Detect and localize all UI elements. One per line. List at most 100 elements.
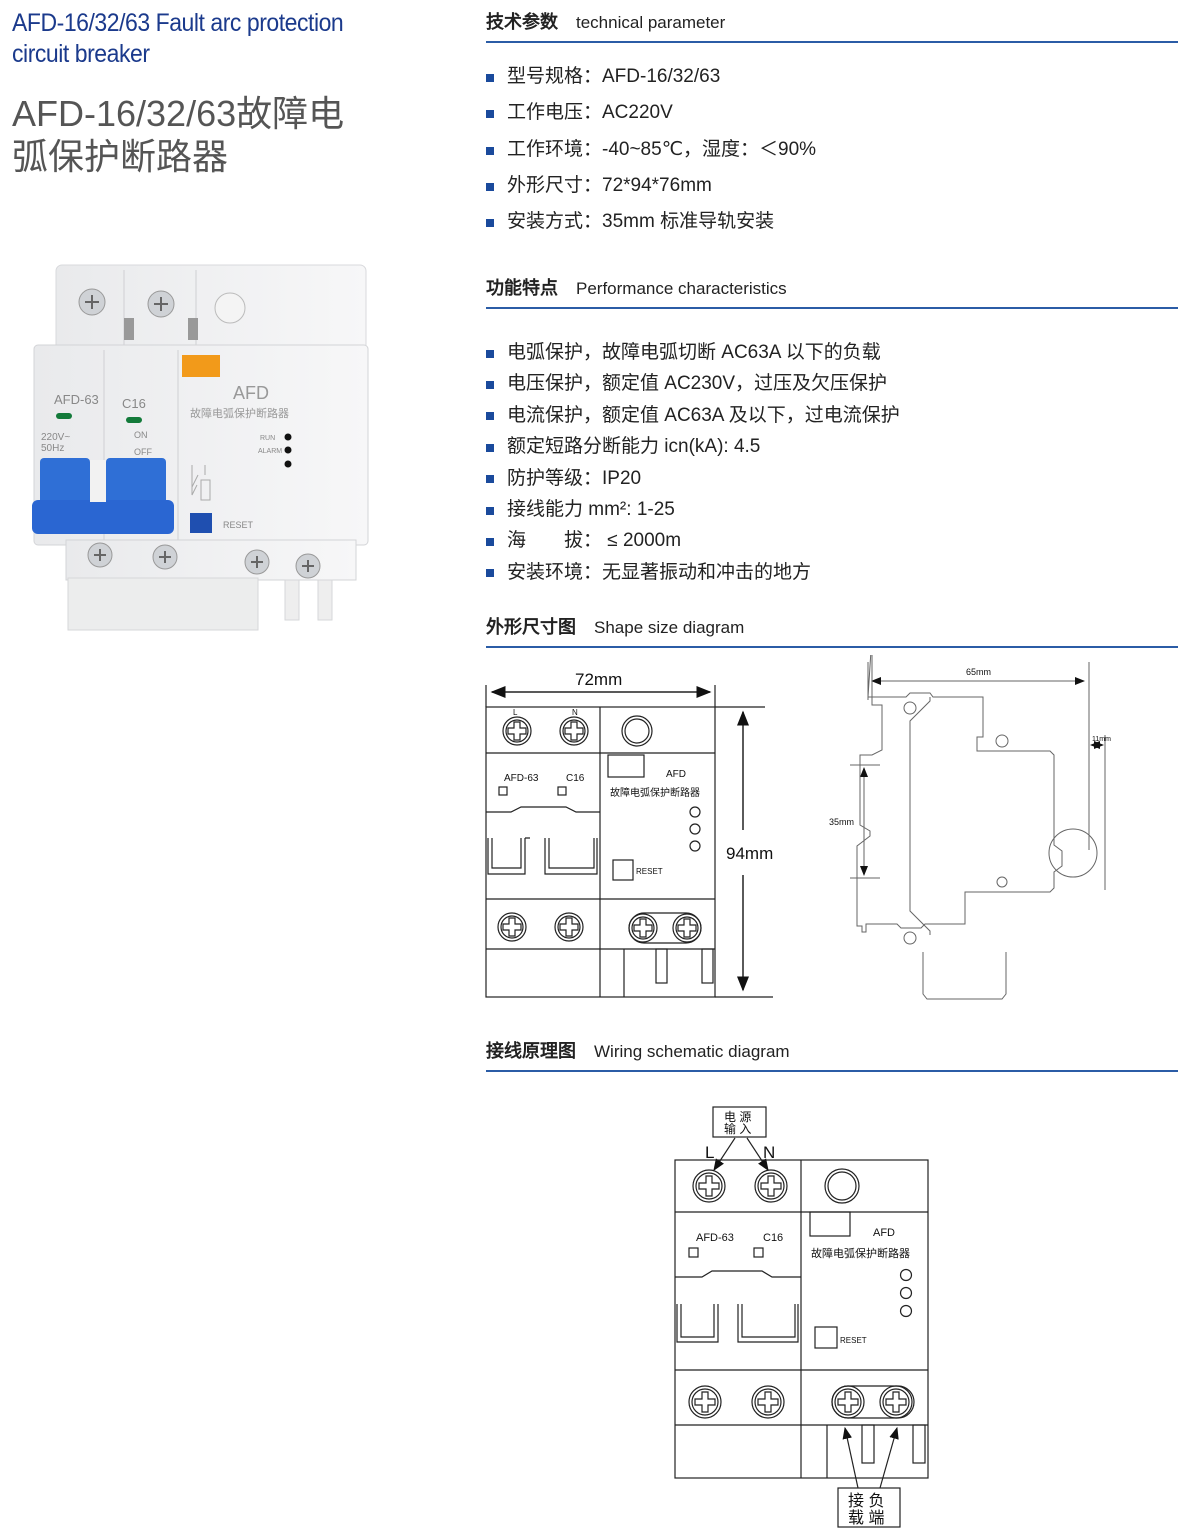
heading-cn: 外形尺寸图 bbox=[486, 617, 576, 637]
item-text: 安装方式：35mm 标准导轨安装 bbox=[507, 211, 775, 233]
list-item: 额定短路分断能力 icn(kA): 4.5 bbox=[486, 431, 900, 462]
bullet-icon bbox=[486, 381, 494, 390]
list-item: 海 拔： ≤ 2000m bbox=[486, 525, 900, 556]
screw-icon bbox=[78, 288, 106, 316]
item-text: 型号规格：AFD-16/32/63 bbox=[507, 66, 721, 87]
item-text: 安装环境：无显著振动和冲击的地方 bbox=[507, 561, 812, 583]
screw-icon bbox=[879, 1385, 913, 1419]
english-title-line-1: AFD-16/32/63 Fault arc protection bbox=[12, 9, 344, 37]
power-input-label-2: 输 入 bbox=[724, 1121, 751, 1136]
item-text: 工作环境：-40~85℃，湿度：＜90% bbox=[507, 138, 817, 160]
heading-cn: 接线原理图 bbox=[486, 1041, 576, 1061]
photo-freq: 50Hz bbox=[41, 443, 64, 454]
list-item: 电流保护，额定值 AC63A 及以下，过电流保护 bbox=[486, 400, 900, 431]
list-item: 工作电压：AC220V bbox=[486, 95, 816, 131]
heading-cn: 技术参数 bbox=[486, 12, 558, 32]
screw-icon bbox=[831, 1385, 865, 1419]
item-text: 电压保护，额定值 AC230V，过压及欠压保护 bbox=[507, 373, 888, 395]
wiring-schematic-diagram: 电 源 输 入 L N AFD-63 C16 AFD 故障电弧保护断路器 RES… bbox=[674, 1106, 929, 1528]
bullet-icon bbox=[486, 146, 494, 155]
list-item: 工作环境：-40~85℃，湿度：＜90% bbox=[486, 132, 816, 168]
item-text: 电流保护，额定值 AC63A 及以下，过电流保护 bbox=[507, 404, 900, 426]
bullet-icon bbox=[486, 538, 494, 547]
list-item: 电弧保护，故障电弧切断 AC63A 以下的负载 bbox=[486, 337, 900, 368]
line-l-label: L bbox=[705, 1143, 714, 1162]
bullet-icon bbox=[486, 443, 494, 452]
model-label: AFD-63 bbox=[696, 1232, 734, 1244]
photo-model-label: AFD-63 bbox=[54, 392, 99, 407]
screw-icon bbox=[152, 544, 178, 570]
indicator-icon bbox=[56, 413, 72, 419]
bullet-icon bbox=[486, 506, 494, 515]
item-text: 外形尺寸：72*94*76mm bbox=[507, 174, 712, 196]
rail-dimension-label: 35mm bbox=[829, 817, 854, 827]
screw-icon bbox=[554, 912, 584, 942]
english-title: AFD-16/32/63 Fault arc protection circui… bbox=[12, 8, 371, 70]
section-heading-performance: 功能特点 Performance characteristics bbox=[486, 274, 1178, 309]
bullet-icon bbox=[486, 349, 494, 358]
section-heading-shape: 外形尺寸图 Shape size diagram bbox=[486, 613, 1178, 648]
item-text: 防护等级：IP20 bbox=[507, 467, 642, 489]
item-text: 额定短路分断能力 icn(kA): 4.5 bbox=[507, 436, 761, 458]
screw-icon bbox=[559, 716, 589, 746]
list-item: 型号规格：AFD-16/32/63 bbox=[486, 59, 816, 95]
screw-icon bbox=[497, 912, 527, 942]
product-name-label: 故障电弧保护断路器 bbox=[610, 786, 700, 799]
photo-alarm: ALARM bbox=[258, 448, 282, 455]
terminal-l-label: L bbox=[513, 708, 518, 717]
tech-param-list: 型号规格：AFD-16/32/63 工作电压：AC220V 工作环境：-40~8… bbox=[486, 59, 816, 240]
screw-icon bbox=[87, 542, 113, 568]
bullet-icon bbox=[486, 569, 494, 578]
item-text: 海 拔： ≤ 2000m bbox=[507, 530, 682, 552]
screw-icon bbox=[502, 716, 532, 746]
neutral-n-label: N bbox=[763, 1143, 775, 1162]
list-item: 安装环境：无显著振动和冲击的地方 bbox=[486, 557, 900, 588]
photo-off: OFF bbox=[134, 447, 152, 457]
heading-cn: 功能特点 bbox=[486, 278, 558, 298]
test-button bbox=[214, 292, 246, 324]
list-item: 电压保护，额定值 AC230V，过压及欠压保护 bbox=[486, 368, 900, 399]
reset-label: RESET bbox=[840, 1336, 867, 1345]
chinese-title: AFD-16/32/63故障电 弧保护断路器 bbox=[12, 92, 372, 178]
load-label-2: 载 端 bbox=[848, 1509, 884, 1527]
chinese-title-line-2: 弧保护断路器 bbox=[12, 136, 229, 177]
reset-button bbox=[190, 513, 212, 533]
photo-name: 故障电弧保护断路器 bbox=[190, 406, 289, 420]
bullet-icon bbox=[486, 475, 494, 484]
terminal-n-label: N bbox=[572, 708, 578, 717]
list-item: 外形尺寸：72*94*76mm bbox=[486, 168, 816, 204]
screw-icon bbox=[692, 1169, 726, 1203]
section-heading-tech: 技术参数 technical parameter bbox=[486, 8, 1178, 43]
photo-reset: RESET bbox=[223, 520, 254, 530]
model-label: AFD-63 bbox=[504, 773, 539, 784]
bullet-icon bbox=[486, 219, 494, 228]
list-item: 防护等级：IP20 bbox=[486, 463, 900, 494]
screw-icon bbox=[244, 549, 270, 575]
bullet-icon bbox=[486, 74, 494, 83]
item-text: 电弧保护，故障电弧切断 AC63A 以下的负载 bbox=[507, 342, 881, 363]
list-item: 接线能力 mm²: 1-25 bbox=[486, 494, 900, 525]
heading-en: Performance characteristics bbox=[576, 279, 787, 298]
product-photo: AFD-63 220V~ 50Hz C16 ON OFF AFD 故障电弧保护断… bbox=[32, 264, 369, 631]
screw-icon bbox=[628, 913, 658, 943]
photo-rating-label: C16 bbox=[122, 396, 146, 411]
heading-en: technical parameter bbox=[576, 13, 726, 32]
load-label-1: 接 负 bbox=[848, 1492, 884, 1510]
screw-icon bbox=[751, 1385, 785, 1419]
shape-size-diagram: 72mm 94mm L N AFD-63 C16 AFD 故障电弧保护断路器 R… bbox=[485, 655, 1111, 1000]
screw-icon bbox=[295, 553, 321, 579]
offset-dimension-label: 11mm bbox=[1092, 736, 1111, 743]
screw-icon bbox=[688, 1385, 722, 1419]
depth-dimension-label: 65mm bbox=[966, 667, 991, 677]
rating-label: C16 bbox=[763, 1232, 783, 1244]
bullet-icon bbox=[486, 183, 494, 192]
chinese-title-line-1: AFD-16/32/63故障电 bbox=[12, 93, 345, 134]
bullet-icon bbox=[486, 412, 494, 421]
screw-icon bbox=[754, 1169, 788, 1203]
english-title-line-2: circuit breaker bbox=[12, 40, 150, 68]
height-dimension-label: 94mm bbox=[726, 844, 773, 863]
brand-label: AFD bbox=[873, 1227, 895, 1239]
photo-rating: 220V~ bbox=[41, 432, 70, 443]
toggle-handle bbox=[32, 500, 174, 534]
heading-en: Shape size diagram bbox=[594, 618, 745, 637]
